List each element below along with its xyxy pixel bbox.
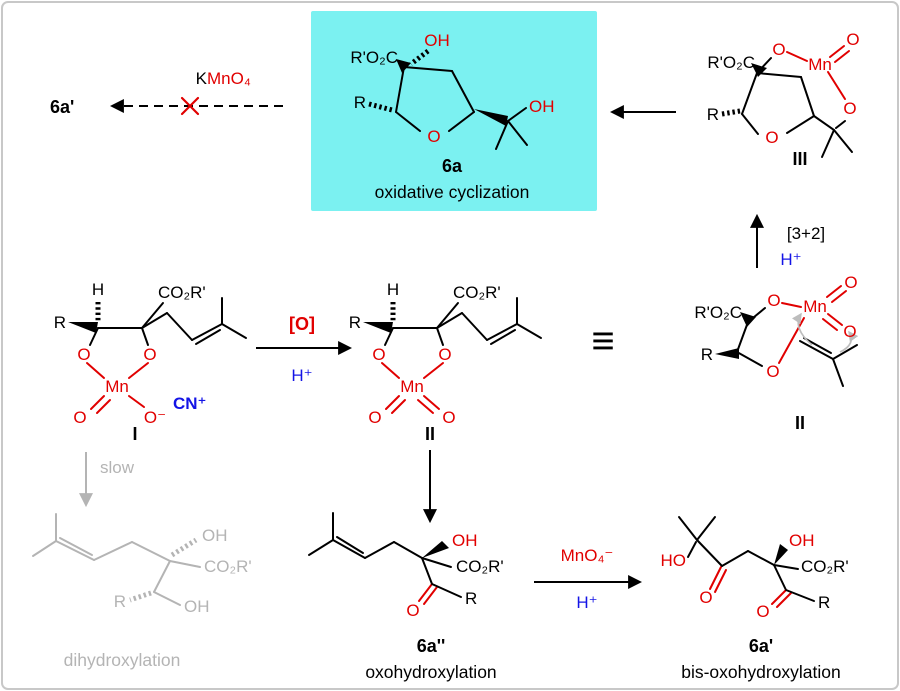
atom-r: R (114, 592, 126, 611)
atom-ho: HO (661, 551, 687, 570)
compound-label-6a: 6a (442, 156, 463, 176)
atom-oh-top: OH (202, 526, 228, 545)
atom-o-left: O (77, 345, 90, 364)
atom-o-bridge: O (766, 362, 779, 381)
atom-o-bridge: O (843, 99, 856, 118)
atom-o-keto-right: O (756, 602, 769, 621)
atom-r: R (707, 105, 719, 124)
structure-ii-alkene: R'O₂C O Mn O O R O II (694, 273, 859, 433)
atom-o-right: O (438, 345, 451, 364)
atom-r: R (465, 589, 477, 608)
atom-ester: CO₂R' (204, 557, 252, 576)
atom-r: R (818, 593, 830, 612)
atom-ester: R'O₂C (350, 48, 398, 67)
atom-ester: CO₂R' (158, 283, 206, 302)
atom-o-left: O (372, 345, 385, 364)
compound-label-iii: III (792, 149, 807, 169)
atom-o-oxo-right: O (442, 408, 455, 427)
blocked-pathway: 6a' K MnO₄ (50, 69, 283, 117)
atom-o-right: O (143, 345, 156, 364)
acid-label: H⁺ (291, 366, 312, 385)
atom-o-keto: O (406, 601, 419, 620)
reagent-mno4: MnO₄ (207, 69, 251, 88)
acid-label: H⁺ (576, 593, 597, 612)
atom-mn: Mn (803, 297, 827, 316)
cross-out-icon (180, 96, 200, 116)
atom-r: R (701, 345, 713, 364)
atom-o-link: O (772, 40, 785, 59)
atom-h: H (387, 280, 399, 299)
structure-ii-bonds (363, 297, 542, 414)
atom-r: R (349, 313, 361, 332)
atom-r: R (354, 93, 366, 112)
caption-oxohydroxylation: oxohydroxylation (365, 662, 496, 682)
electron-arrow (839, 330, 859, 353)
structure-i: H CO₂R' R O O Mn O O⁻ CN⁺ I (54, 280, 247, 444)
atom-o-link: O (767, 291, 780, 310)
slow-pathway: slow OH CO₂R' R OH dihydroxylation (32, 452, 252, 670)
atom-ester: CO₂R' (456, 557, 504, 576)
atom-o-oxo: O (846, 30, 859, 49)
structure-ii-alkene-bonds (715, 285, 859, 387)
step-permanganate: MnO₄⁻ H⁺ (534, 546, 643, 612)
structure-diol-bonds (32, 513, 201, 606)
atom-o-oxo-left: O (368, 408, 381, 427)
atom-oh: OH (452, 531, 478, 550)
oxidant-label: MnO₄⁻ (561, 546, 614, 565)
atom-ring-o: O (427, 127, 440, 146)
atom-o-minus: O⁻ (144, 408, 166, 427)
structure-ii: H CO₂R' R O O Mn O O II (349, 280, 542, 444)
compound-label-6a-doubleprime: 6a'' (417, 636, 446, 656)
atom-mn: Mn (400, 377, 424, 396)
step-cycloaddition: [3+2] H⁺ (750, 213, 825, 269)
oxidant-label: [O] (289, 314, 315, 334)
atom-o-oxo-bottom: O (843, 322, 856, 341)
label-6a-prime-target: 6a' (50, 97, 74, 117)
reagent-k: K (196, 69, 208, 88)
structure-iii-bonds (721, 45, 853, 158)
identity-symbol: ≡ (591, 319, 614, 363)
atom-o-keto-left: O (699, 588, 712, 607)
structure-iii: R'O₂C O Mn O O R O III (707, 30, 860, 169)
atom-mn: Mn (105, 377, 129, 396)
atom-oh: OH (789, 531, 815, 550)
atom-ester: CO₂R' (801, 557, 849, 576)
counterion-cn: CN⁺ (173, 394, 207, 413)
structure-6a-doubleprime: OH CO₂R' O R 6a'' oxohydroxylation (308, 512, 504, 682)
atom-ester: R'O₂C (694, 303, 742, 322)
atom-r: R (54, 313, 66, 332)
step-oxidation: [O] H⁺ (256, 314, 353, 385)
highlight-box (311, 11, 597, 211)
step-mode-label: [3+2] (787, 224, 825, 243)
compound-label-6a-prime: 6a' (749, 636, 773, 656)
atom-oh-bottom: OH (184, 597, 210, 616)
atom-oh-top: OH (424, 31, 450, 50)
structure-6a-bonds (368, 49, 528, 150)
atom-mn: Mn (808, 55, 832, 74)
atom-o-oxo-top: O (844, 273, 857, 292)
structure-6a: R'O₂C OH R O OH 6a oxidative cyclization (350, 31, 554, 202)
atom-ring-o: O (765, 128, 778, 147)
compound-label-ii: II (795, 413, 805, 433)
atom-oh-side: OH (529, 97, 555, 116)
structure-6a-doubleprime-bonds (308, 512, 462, 605)
structure-6a-prime-bonds (678, 516, 815, 608)
atom-ester: CO₂R' (453, 283, 501, 302)
electron-arrow (791, 312, 813, 346)
structure-i-bonds (68, 297, 247, 414)
caption-bis-oxohydroxylation: bis-oxohydroxylation (681, 662, 841, 682)
atom-h: H (92, 280, 104, 299)
step-acid-label: H⁺ (780, 250, 801, 269)
structure-6a-prime: HO O OH CO₂R' O R 6a' bis-oxohydroxylati… (661, 516, 849, 682)
compound-label-ii: II (425, 424, 435, 444)
compound-label-i: I (132, 424, 137, 444)
caption-dihydroxylation: dihydroxylation (64, 650, 181, 670)
atom-o-oxo: O (73, 408, 86, 427)
slow-label: slow (100, 458, 135, 477)
caption-oxidative-cyclization: oxidative cyclization (375, 182, 530, 202)
atom-ester: R'O₂C (707, 53, 755, 72)
